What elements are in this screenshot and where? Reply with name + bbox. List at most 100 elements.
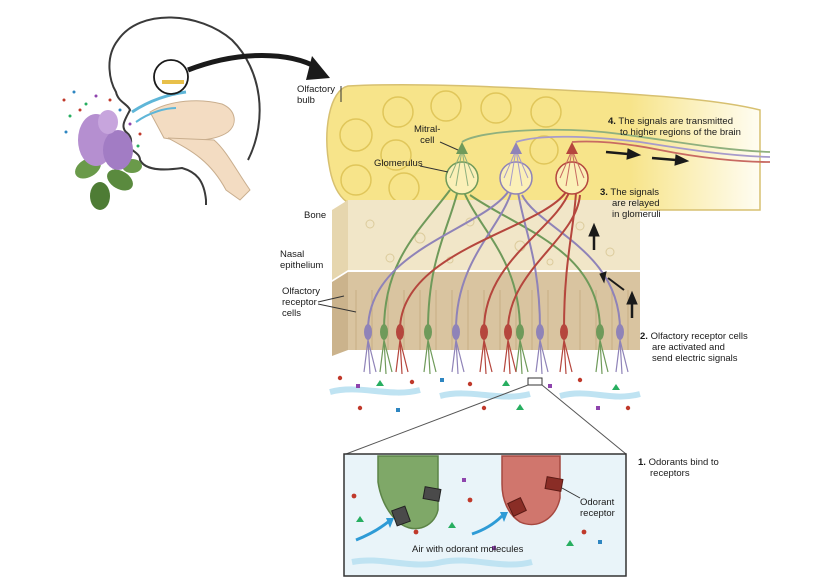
tract-purple xyxy=(515,135,771,158)
bulb-ring xyxy=(339,118,373,152)
axon-purple xyxy=(367,191,509,331)
step-4-line: 4. The signals are transmitted xyxy=(608,116,741,127)
leader-lines xyxy=(317,141,459,313)
arrow-transmit-1 xyxy=(605,150,629,156)
cilia-bundle xyxy=(451,339,465,375)
arrow-transmit-2 xyxy=(651,156,677,162)
axon-red xyxy=(563,191,577,331)
odorant-dot xyxy=(351,493,357,499)
step-1-text: Odorants bind to xyxy=(648,457,719,468)
step-2-text: Olfactory receptor cells xyxy=(650,331,748,342)
glomerulus-leader xyxy=(419,165,449,173)
mitral-leader xyxy=(439,141,459,151)
axon-red xyxy=(399,191,567,331)
nasal-air-flow-2 xyxy=(135,107,177,123)
cilia-bundle xyxy=(515,339,529,375)
air-with-odorant-label: Air with odorant molecules xyxy=(412,544,524,555)
cilia-bundle xyxy=(423,339,437,375)
scent-dot xyxy=(64,130,68,134)
leaf xyxy=(90,182,110,210)
zoom-arrow-head xyxy=(306,56,330,80)
air-stream xyxy=(329,375,641,455)
flower-cluster xyxy=(103,130,133,170)
step-1-line: receptors xyxy=(650,468,690,479)
axon-purple xyxy=(455,189,513,331)
axon-green xyxy=(383,189,451,331)
axon-red xyxy=(483,189,571,331)
cilia-bundle xyxy=(395,339,409,375)
odorant-triangle xyxy=(612,384,620,390)
output-tracts xyxy=(461,128,771,163)
air-flow-band xyxy=(439,390,531,400)
step-4-number: 4. xyxy=(608,116,616,127)
glomerulus-right xyxy=(555,161,589,195)
receptor-protein xyxy=(391,505,411,527)
odorant-square xyxy=(598,540,602,544)
step-2-number: 2. xyxy=(640,331,648,342)
step-4-label: 4. The signals are transmitted to higher… xyxy=(608,116,741,138)
zoom-circle xyxy=(153,59,189,95)
step-3-line: 3. The signals xyxy=(600,187,661,198)
odorant-triangle xyxy=(516,404,524,410)
bone-pore xyxy=(385,253,395,263)
olfactory-receptor-cells-label-line: cells xyxy=(282,308,302,319)
mitral-cell-purple xyxy=(510,142,522,154)
glomeruli xyxy=(445,149,589,195)
zoom-marker xyxy=(527,377,543,386)
odorant-receptor-leader xyxy=(561,487,581,499)
odorant-dot xyxy=(581,529,587,535)
nasal-epithelium-label: Nasal epithelium xyxy=(280,249,323,271)
receptor-cell-red xyxy=(504,324,512,340)
tract-red xyxy=(571,140,771,163)
step-3-number: 3. xyxy=(600,187,608,198)
odorant-square xyxy=(596,406,600,410)
cilia-bundle xyxy=(503,339,517,375)
axon-red xyxy=(507,194,581,331)
mitral-cell-label: Mitral- cell xyxy=(414,124,440,146)
glomerulus-middle xyxy=(499,161,533,195)
axon-purple xyxy=(521,194,621,331)
nasal-epithelium-label-line: Nasal xyxy=(280,249,305,260)
receptor-cell-red xyxy=(480,324,488,340)
air-flow-band xyxy=(329,386,421,396)
odorant-receptor-label-line: Odorant xyxy=(580,497,615,508)
bulb-ring xyxy=(480,92,512,124)
mitral-cell-label-line: cell xyxy=(420,135,435,146)
olfactory-receptor-cells-label-line: Olfactory xyxy=(282,286,321,297)
step-2-label: 2. Olfactory receptor cells are activate… xyxy=(640,331,748,364)
olfactory-bulb-label-line: Olfactory xyxy=(297,84,336,95)
receptor-protein xyxy=(422,486,442,502)
inset-molecules xyxy=(351,478,602,550)
mitral-cell-label-line: Mitral- xyxy=(414,124,441,135)
zoom-inset xyxy=(343,453,627,577)
receptor-cell-green xyxy=(380,324,388,340)
step-2-line: are activated and xyxy=(652,342,725,353)
step-4-line: to higher regions of the brain xyxy=(620,127,741,138)
step-3-line: in glomeruli xyxy=(612,209,661,220)
step-1-label: 1. Odorants bind to receptors xyxy=(638,457,719,479)
bulb-glomeruli-rings xyxy=(339,90,562,204)
scent-dot xyxy=(118,108,122,112)
odorant-dot xyxy=(357,405,363,411)
inset-air-arrow-1-head xyxy=(386,518,394,528)
arrow-diagonal-head xyxy=(599,271,607,284)
receptor-cell-green xyxy=(516,324,524,340)
zoom-arrow xyxy=(187,53,320,73)
odorant-dot xyxy=(337,375,343,381)
inset-cell-red xyxy=(501,455,561,526)
mitral-cell-green xyxy=(456,142,468,154)
receptor-cell-red xyxy=(396,324,404,340)
odorant-triangle xyxy=(376,380,384,386)
axon-green xyxy=(469,194,601,331)
bulb-ring xyxy=(529,135,559,165)
receptor-cell-purple xyxy=(452,324,460,340)
glomerulus-label: Glomerulus xyxy=(374,158,423,169)
bulb-ring xyxy=(530,96,562,128)
glomerulus-fibers xyxy=(503,149,529,187)
odorant-dot xyxy=(467,381,473,387)
odorant-square xyxy=(492,546,496,550)
bone-pore xyxy=(575,221,585,231)
odorant-dot xyxy=(625,405,631,411)
odorant-square xyxy=(462,478,466,482)
receptor-cell-red xyxy=(560,324,568,340)
